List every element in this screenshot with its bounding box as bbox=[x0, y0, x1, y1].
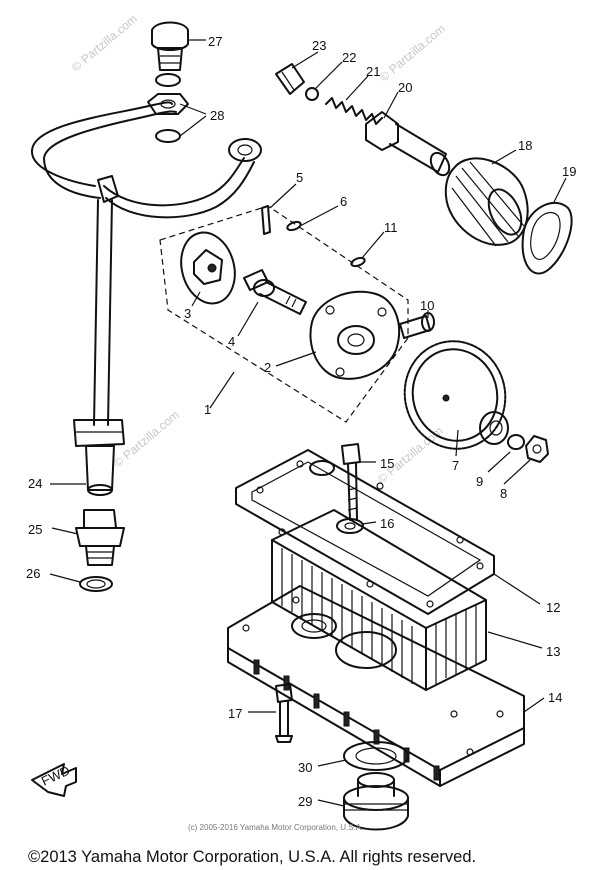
callout-3: 3 bbox=[184, 306, 191, 321]
plug-23[interactable] bbox=[275, 63, 305, 95]
nut-8[interactable] bbox=[525, 435, 549, 463]
callout-22: 22 bbox=[342, 50, 356, 65]
oil-pan-14[interactable] bbox=[227, 585, 525, 787]
screw-10[interactable] bbox=[399, 312, 435, 339]
callout-27: 27 bbox=[208, 34, 222, 49]
oil-filter-18[interactable] bbox=[444, 157, 529, 247]
callout-30: 30 bbox=[298, 760, 312, 775]
pump-gear-7[interactable] bbox=[393, 330, 518, 460]
callout-6: 6 bbox=[340, 194, 347, 209]
pin-11[interactable] bbox=[350, 256, 366, 268]
union-bolt-27[interactable] bbox=[151, 21, 189, 71]
gasket-30[interactable] bbox=[343, 741, 409, 771]
callout-19: 19 bbox=[562, 164, 576, 179]
strainer-13[interactable] bbox=[271, 509, 487, 691]
callout-24: 24 bbox=[28, 476, 42, 491]
sub-copyright: (c) 2005-2016 Yamaha Motor Corporation, … bbox=[188, 823, 363, 832]
callout-16: 16 bbox=[380, 516, 394, 531]
gaskets-28[interactable] bbox=[147, 73, 189, 143]
callout-18: 18 bbox=[518, 138, 532, 153]
callout-23: 23 bbox=[312, 38, 326, 53]
o-ring-19[interactable] bbox=[521, 202, 573, 275]
pump-shaft-4[interactable] bbox=[243, 269, 307, 315]
callout-13: 13 bbox=[546, 644, 560, 659]
watermark: © Partzilla.com bbox=[375, 424, 446, 487]
callout-9: 9 bbox=[476, 474, 483, 489]
pump-body-2[interactable] bbox=[309, 290, 401, 380]
callout-17: 17 bbox=[228, 706, 242, 721]
spring-21[interactable] bbox=[325, 97, 383, 125]
copyright-notice: ©2013 Yamaha Motor Corporation, U.S.A. A… bbox=[28, 848, 476, 866]
forward-arrow-icon: FWD bbox=[31, 763, 77, 797]
callout-7: 7 bbox=[452, 458, 459, 473]
drain-plug-29[interactable] bbox=[343, 772, 409, 831]
callout-15: 15 bbox=[380, 456, 394, 471]
pump-assembly-outline bbox=[159, 205, 409, 423]
leader-lines bbox=[49, 39, 567, 807]
watermark: © Partzilla.com bbox=[111, 408, 182, 471]
ball-22[interactable] bbox=[305, 87, 319, 101]
callout-25: 25 bbox=[28, 522, 42, 537]
callout-5: 5 bbox=[296, 170, 303, 185]
callout-12: 12 bbox=[546, 600, 560, 615]
bolt-15[interactable] bbox=[341, 443, 361, 521]
callout-29: 29 bbox=[298, 794, 312, 809]
bolt-17[interactable] bbox=[275, 683, 293, 743]
callout-labels: 1 2 3 4 5 6 7 8 9 10 11 12 13 14 15 16 1… bbox=[26, 34, 576, 809]
callout-28: 28 bbox=[210, 108, 224, 123]
pin-5[interactable] bbox=[261, 205, 271, 235]
filter-bolt-20[interactable] bbox=[365, 111, 453, 178]
gasket-26[interactable] bbox=[79, 576, 113, 592]
pump-rotor-3[interactable] bbox=[174, 226, 243, 309]
callout-26: 26 bbox=[26, 566, 40, 581]
gasket-12[interactable] bbox=[235, 449, 495, 615]
washer-9[interactable] bbox=[507, 434, 525, 450]
callout-14: 14 bbox=[548, 690, 562, 705]
oil-delivery-pipe[interactable] bbox=[30, 101, 262, 496]
union-fitting-25[interactable] bbox=[75, 509, 125, 566]
watermark: © Partzilla.com bbox=[69, 12, 140, 75]
callout-1: 1 bbox=[204, 402, 211, 417]
pin-6[interactable] bbox=[286, 220, 302, 232]
callout-11: 11 bbox=[384, 220, 398, 235]
callout-10: 10 bbox=[420, 298, 434, 313]
callout-8: 8 bbox=[500, 486, 507, 501]
callout-2: 2 bbox=[264, 360, 271, 375]
watermark: © Partzilla.com bbox=[377, 22, 448, 85]
callout-4: 4 bbox=[228, 334, 235, 349]
callout-21: 21 bbox=[366, 64, 380, 79]
callout-20: 20 bbox=[398, 80, 412, 95]
